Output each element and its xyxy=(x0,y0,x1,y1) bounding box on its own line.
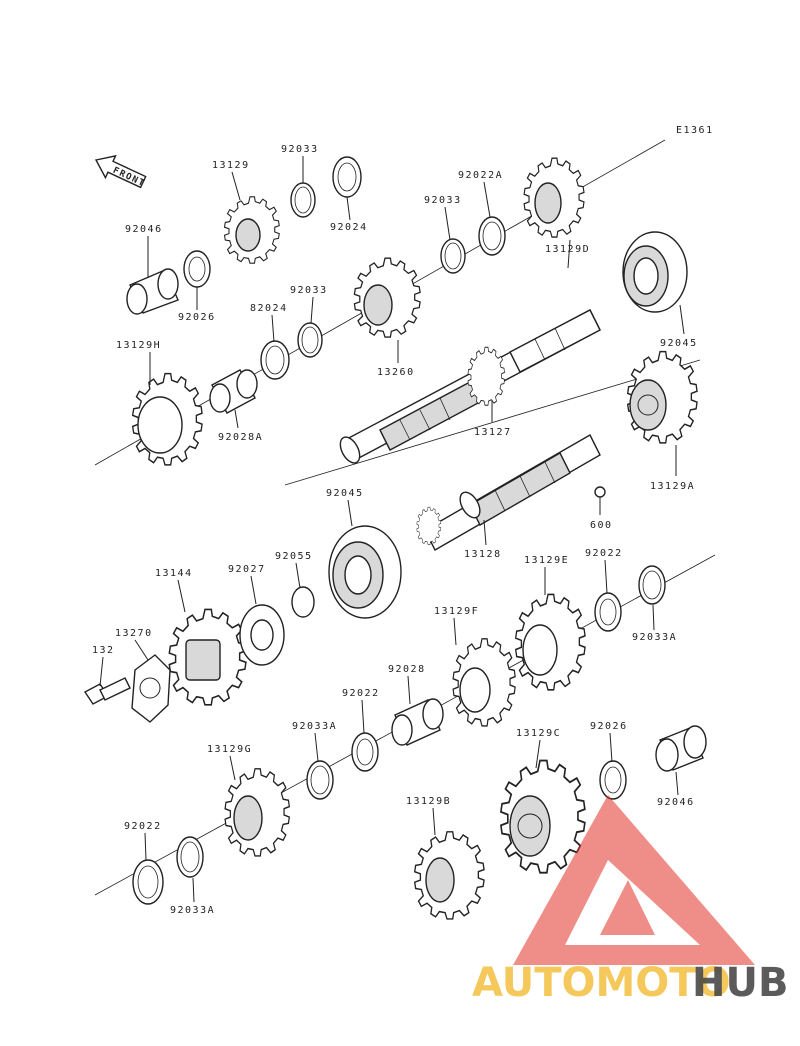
part-label: 132 xyxy=(92,645,115,656)
spacer-92027 xyxy=(239,604,285,666)
part-label: 13129B xyxy=(406,796,451,807)
oring-92055 xyxy=(291,586,315,618)
watermark-triangle-logo xyxy=(513,795,755,965)
part-label: 13144 xyxy=(155,568,193,579)
part-label: 13127 xyxy=(474,427,512,438)
part-label: 92024 xyxy=(330,222,368,233)
washer-82024 xyxy=(260,340,290,380)
part-label: 13129H xyxy=(116,340,161,351)
bearing-92045-right xyxy=(622,231,688,313)
driveshaft xyxy=(424,434,601,551)
part-label: 13128 xyxy=(464,549,502,560)
part-label: 92026 xyxy=(590,721,628,732)
bushing-92028A xyxy=(209,369,258,414)
part-label: 92022 xyxy=(342,688,380,699)
part-label: 92022 xyxy=(124,821,162,832)
washer-92026-lower xyxy=(599,760,627,800)
part-label: 92026 xyxy=(178,312,216,323)
bushing-92028 xyxy=(391,698,444,746)
part-label: 92022 xyxy=(585,548,623,559)
part-label: 92033 xyxy=(424,195,462,206)
lockplate-13270 xyxy=(131,654,171,723)
part-label: 92045 xyxy=(326,488,364,499)
washer-92022-mid xyxy=(351,732,379,772)
triangle-outer xyxy=(513,795,755,965)
part-label: 92046 xyxy=(125,224,163,235)
diagram-code: E1361 xyxy=(676,125,714,136)
bolt-132 xyxy=(83,677,131,705)
part-label: 92033A xyxy=(170,905,215,916)
part-label: 13129F xyxy=(434,606,479,617)
watermark-brand-a: AUTOMOTO xyxy=(472,960,731,1006)
part-label: 92033A xyxy=(292,721,337,732)
part-label: 13129C xyxy=(516,728,561,739)
washer-92022-bottom xyxy=(132,859,164,905)
part-label: 92033 xyxy=(281,144,319,155)
part-label: 13129D xyxy=(545,244,590,255)
part-label: 13129 xyxy=(212,160,250,171)
part-label: 92028A xyxy=(218,432,263,443)
part-label: 13129E xyxy=(524,555,569,566)
ball-600 xyxy=(594,486,606,498)
bushing-92046-top xyxy=(126,268,179,315)
part-label: 92046 xyxy=(657,797,695,808)
leader-lines xyxy=(99,156,685,903)
part-label: 13260 xyxy=(377,367,415,378)
part-label: 92027 xyxy=(228,564,266,575)
part-label: 92045 xyxy=(660,338,698,349)
front-arrow-icon: FRONT xyxy=(94,154,147,189)
automotohub-watermark: AUTOMOTO HUB xyxy=(472,795,788,1006)
part-label: 92033 xyxy=(290,285,328,296)
part-label: 92055 xyxy=(275,551,313,562)
part-label: 13129A xyxy=(650,481,695,492)
washer-92026-top xyxy=(183,250,211,288)
part-label: 13129G xyxy=(207,744,252,755)
part-labels: 92033 13129 92024 92046 92026 92022A 920… xyxy=(92,144,698,916)
part-label: 92033A xyxy=(632,632,677,643)
watermark-brand-b: HUB xyxy=(692,960,788,1006)
bushing-92046-lower xyxy=(655,725,707,772)
axis-line-middle xyxy=(284,359,701,486)
part-label: 92028 xyxy=(388,664,426,675)
part-label: 13270 xyxy=(115,628,153,639)
bearing-92045-center xyxy=(328,525,402,619)
part-label: 600 xyxy=(590,520,613,531)
part-label: 82024 xyxy=(250,303,288,314)
washer-92022-right xyxy=(594,592,622,632)
part-label: 92022A xyxy=(458,170,503,181)
